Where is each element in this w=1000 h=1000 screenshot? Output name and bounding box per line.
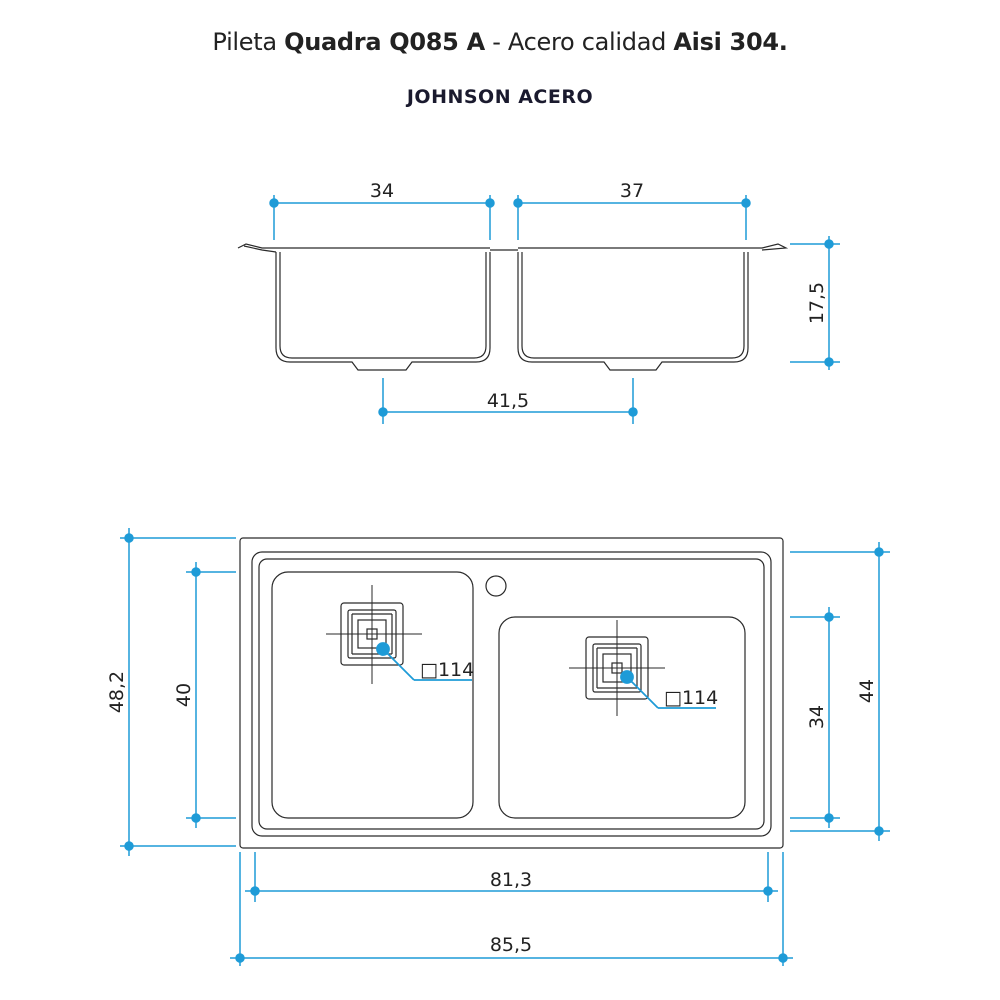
plan-dimensions [120, 528, 890, 966]
section-dimensions [269, 195, 840, 424]
dim-point [269, 198, 279, 208]
dim-inner-width: 81,3 [490, 869, 532, 891]
dim-right-bowl-width: 37 [620, 180, 644, 202]
page-title: Pileta Quadra Q085 A - Acero calidad Ais… [0, 28, 1000, 56]
drain-right-label: □114 [664, 687, 718, 709]
dim-left-bowl-width: 34 [370, 180, 394, 202]
dim-right-bowl-depth: 34 [806, 705, 828, 729]
drain-centerlines [326, 585, 665, 716]
title-material: Aisi 304. [673, 28, 788, 56]
drain-leaders [376, 642, 716, 709]
left-bowl-outline [271, 571, 474, 819]
dim-right-overall: 44 [856, 679, 878, 703]
drain-left-label: □114 [420, 659, 474, 681]
dim-total-depth: 48,2 [106, 671, 128, 713]
right-bowl-outline [498, 616, 746, 819]
dim-point [485, 198, 495, 208]
brand-name: JOHNSON ACERO [406, 86, 594, 108]
dim-depth: 17,5 [806, 282, 828, 324]
dim-total-width: 85,5 [490, 934, 532, 956]
faucet-hole [485, 575, 507, 597]
section-right-bowl [517, 252, 749, 371]
section-rim [237, 243, 789, 251]
title-part1: Pileta [212, 28, 285, 56]
dim-drain-spacing: 41,5 [487, 390, 529, 412]
section-left-bowl [275, 252, 491, 371]
title-model: Quadra Q085 A [284, 28, 485, 56]
sink-outer-edge [239, 537, 784, 849]
dim-left-bowl-depth: 40 [173, 683, 195, 707]
title-part2: - Acero calidad [484, 28, 674, 56]
section-view [237, 243, 789, 371]
